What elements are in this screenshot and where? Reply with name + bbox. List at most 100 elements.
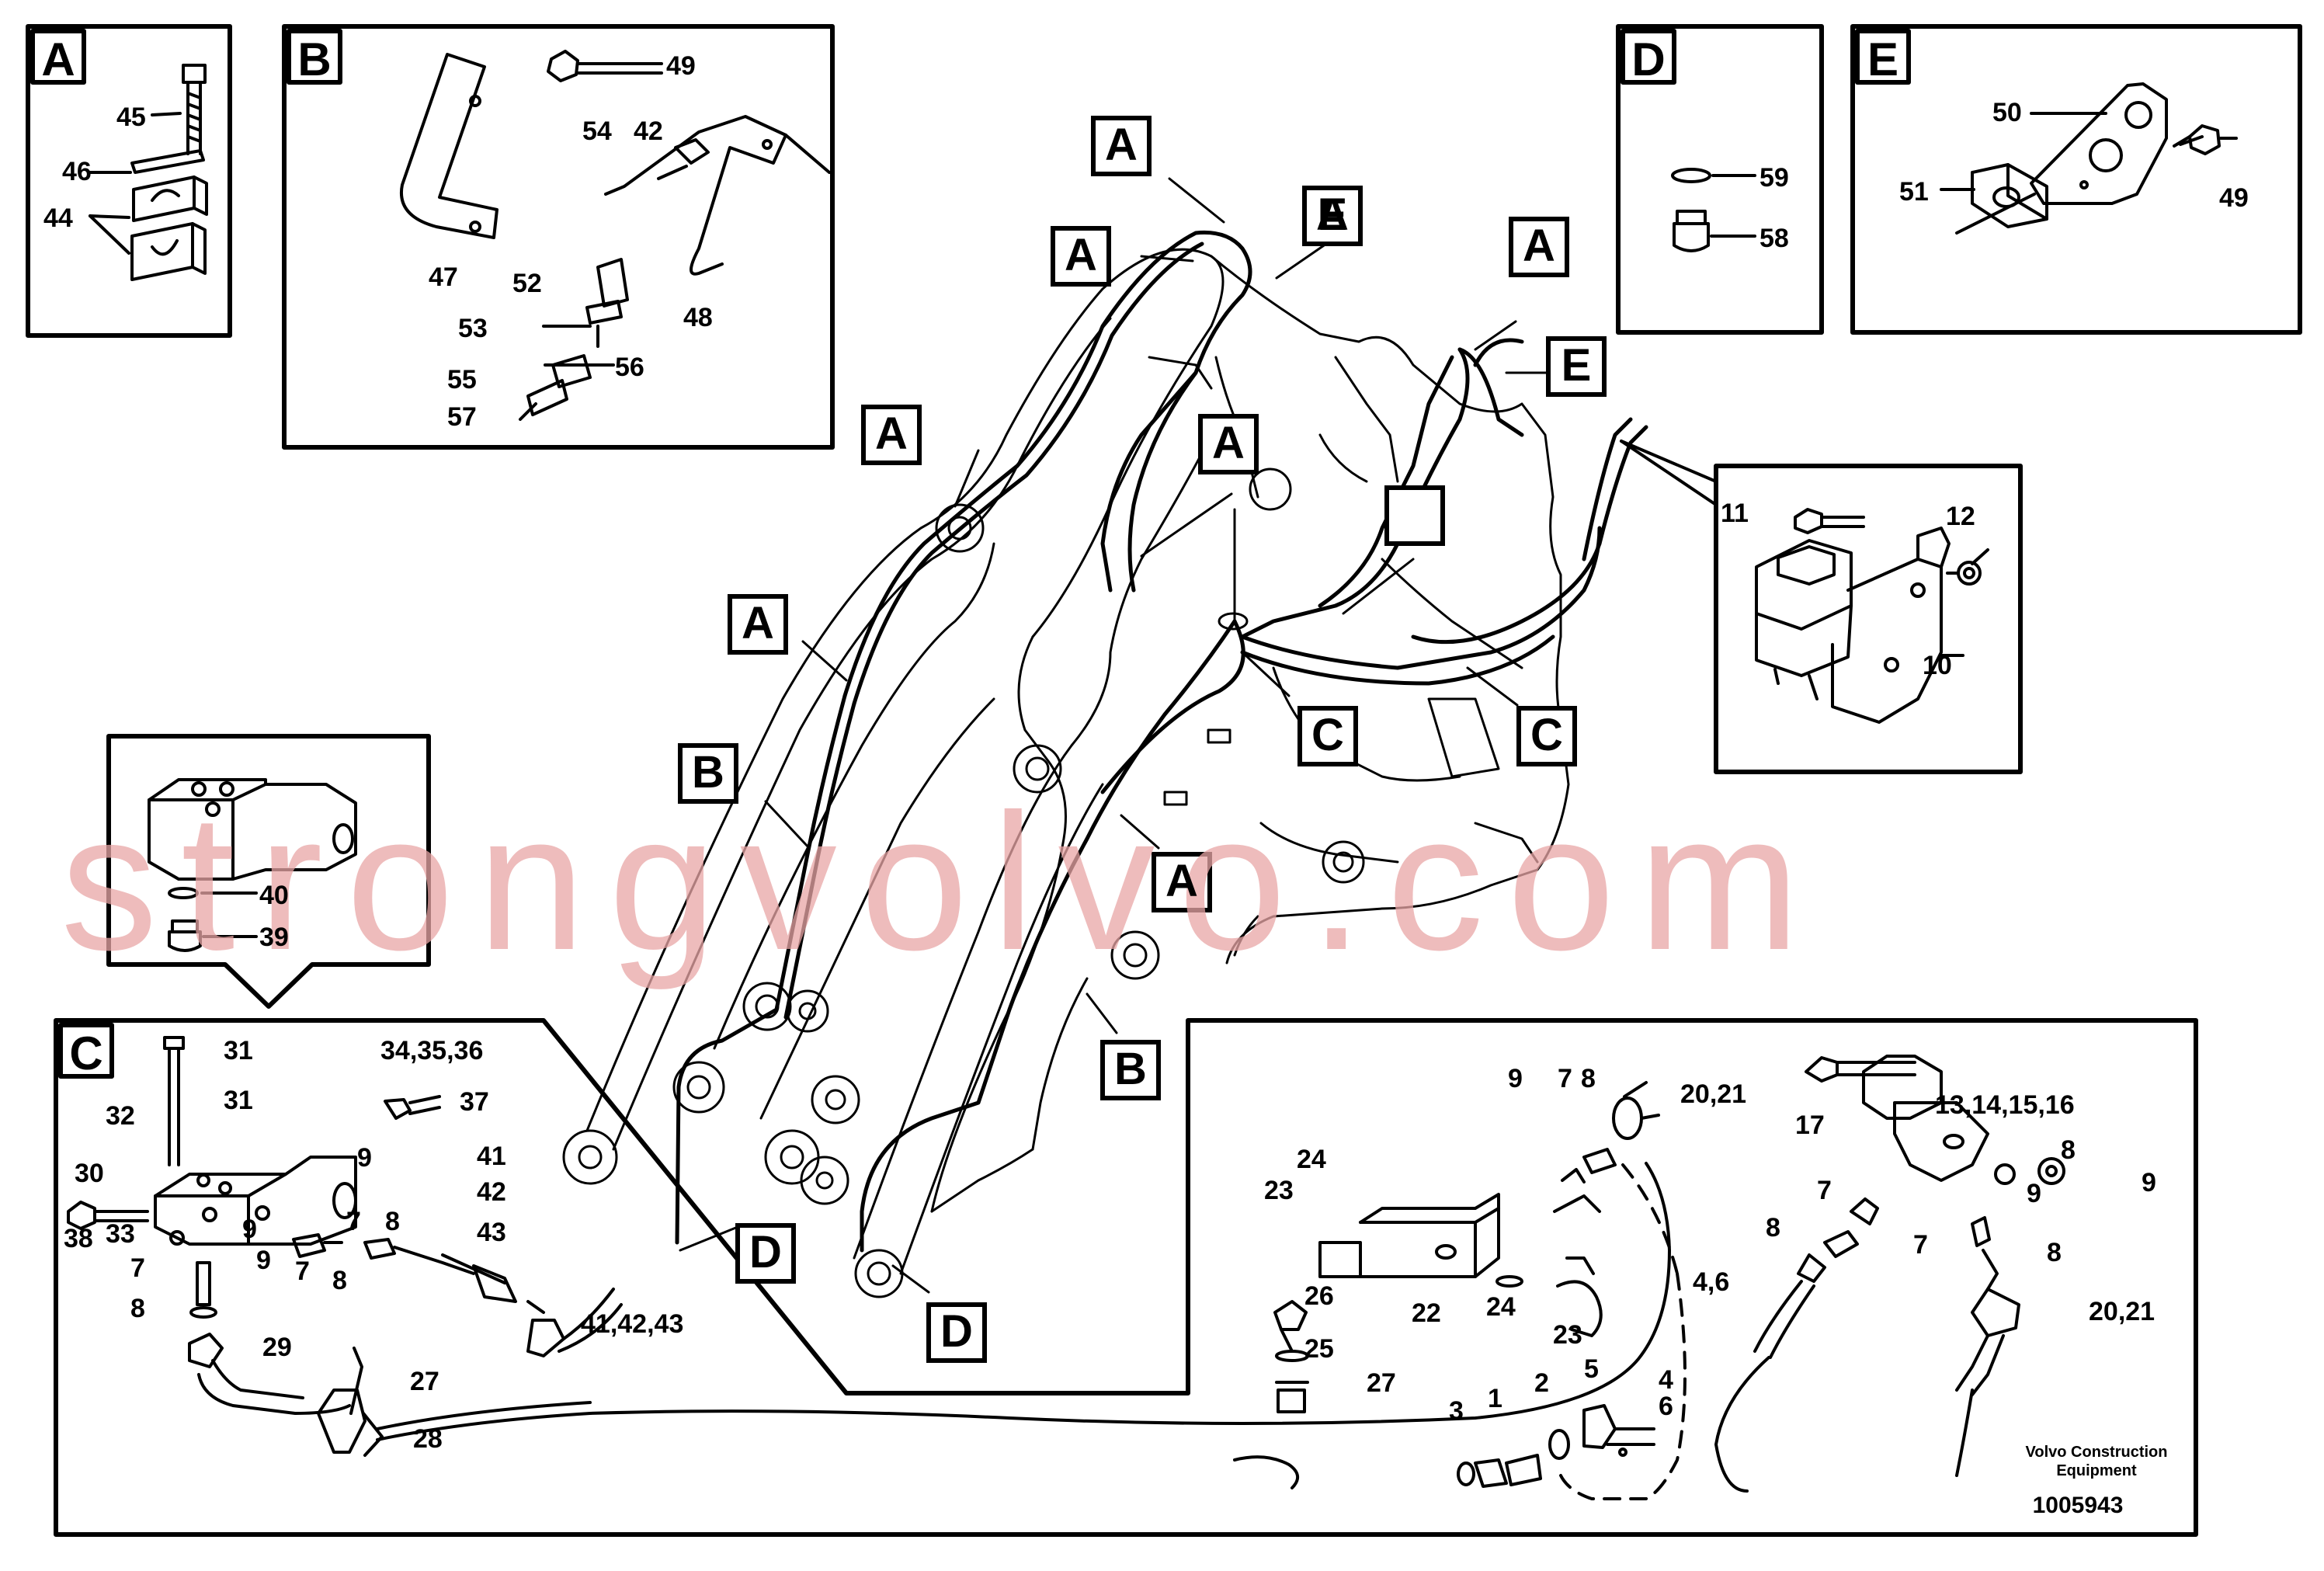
panel-b-label: 53 [458, 314, 488, 343]
panel-c-label: 28 [413, 1424, 443, 1454]
panel-c-label: 41 [477, 1142, 506, 1171]
panel-e-label: 50 [1992, 98, 2022, 127]
panel-c-label: 38 [64, 1224, 93, 1253]
panel-c-label: 41,42,43 [581, 1309, 683, 1339]
panel-c-label: 33 [106, 1219, 135, 1249]
panel-e-letter: E [1867, 33, 1898, 85]
panel-c-label: 4,6 [1693, 1267, 1729, 1297]
panel-c-label: 29 [262, 1333, 292, 1362]
panel-b-label: 48 [683, 303, 713, 332]
panel-c-label: 24 [1297, 1145, 1326, 1174]
panel-c-label: 23 [1553, 1320, 1582, 1350]
panel-c-label: 24 [1486, 1292, 1516, 1322]
panel-b-label: 52 [512, 269, 542, 298]
panel-c-label: 37 [460, 1087, 489, 1117]
panel-c-label: 7 [130, 1253, 145, 1283]
valve-label: 10 [1923, 651, 1952, 680]
panel-c-label: 8 [130, 1294, 145, 1323]
callout-letter: C [1530, 710, 1563, 760]
panel-c-label: 20,21 [2089, 1297, 2155, 1326]
panel-c-label: 43 [477, 1218, 506, 1247]
panel-c-label: 9 [242, 1215, 257, 1244]
panel-c-label: 4 [1659, 1365, 1673, 1395]
panel-b-label: 47 [429, 262, 458, 292]
valve-label: 12 [1946, 502, 1975, 531]
panel-b-label: 49 [666, 51, 696, 81]
panel-c-label: 30 [75, 1159, 104, 1188]
panel-c-label: 7 [295, 1256, 310, 1286]
panel-c-label: 32 [106, 1101, 135, 1131]
panel-c-label: 34,35,36 [380, 1036, 483, 1065]
callout-letter: A [1523, 221, 1555, 271]
panel-b-label: 54 [582, 116, 612, 146]
panel-b-label: 55 [447, 365, 477, 394]
callout-letter: E [1561, 340, 1592, 391]
panel-a-label: 44 [43, 203, 73, 233]
callout-letter: C [1311, 710, 1344, 760]
panel-c-label: 20,21 [1680, 1079, 1746, 1109]
panel-c-label: 3 [1449, 1396, 1464, 1426]
watermark: strongvolvo.com [61, 773, 1823, 990]
hose-routing [675, 230, 1648, 1253]
panel-c-label: 6 [1659, 1392, 1673, 1421]
panel-c-label: 8 [1581, 1064, 1596, 1093]
panel-a-label: 46 [62, 157, 92, 186]
panel-c-label: 7 [346, 1207, 361, 1236]
panel-b-label: 57 [447, 402, 477, 432]
panel-c-label: 2 [1534, 1368, 1549, 1398]
panel-e [1850, 24, 2302, 335]
panel-d-label: 58 [1760, 224, 1789, 253]
panel-c-label: 8 [1766, 1213, 1780, 1243]
callout-letter: A [1212, 418, 1245, 468]
panel-b [282, 24, 835, 450]
panel-c-label: 8 [2061, 1135, 2076, 1165]
leader-lines [679, 177, 1558, 1294]
callout-letter: A [1316, 189, 1349, 240]
inset-label: 40 [259, 881, 289, 910]
panel-c-label: 17 [1795, 1110, 1825, 1140]
panel-c-letter: C [69, 1027, 102, 1079]
valve-callout [1620, 440, 2023, 774]
panel-a [26, 24, 232, 338]
panel-d-label: 59 [1760, 163, 1789, 193]
panel-c-label: 9 [357, 1143, 372, 1173]
panel-c-label: 26 [1304, 1281, 1334, 1311]
panel-c-label: 9 [2142, 1168, 2156, 1197]
panel-a-letter: A [41, 33, 75, 85]
panel-c-label: 13,14,15,16 [1935, 1090, 2075, 1120]
panel-c-label: 5 [1584, 1354, 1599, 1384]
panel-c-label: 7 [1817, 1176, 1832, 1205]
panel-e-label: 51 [1899, 177, 1929, 207]
panel-c-label: 1 [1488, 1384, 1502, 1413]
panel-c-label: 25 [1304, 1334, 1334, 1364]
callout-letter: B [692, 747, 724, 798]
panel-c-label: 23 [1264, 1176, 1294, 1205]
panel-c-label: 7 [1558, 1064, 1572, 1093]
callout-letter: B [1114, 1044, 1147, 1094]
brand-line-1: Volvo Construction [2026, 1444, 2168, 1461]
drawing-number: 1005943 [2033, 1493, 2124, 1518]
panel-c-label: 31 [224, 1086, 253, 1115]
panel-c-label: 31 [224, 1036, 253, 1065]
callout-boxes [678, 116, 1607, 1363]
panel-c-label: 9 [2027, 1179, 2041, 1208]
detail-inset [106, 734, 431, 1009]
panel-c-label: 27 [1367, 1368, 1396, 1398]
panel-c-label: 22 [1412, 1298, 1441, 1328]
panel-c-label: 8 [385, 1207, 400, 1236]
panel-b-letter: B [297, 33, 331, 85]
panel-c-label: 9 [1508, 1064, 1523, 1093]
panel-c-label: 42 [477, 1177, 506, 1207]
panel-b-label: 56 [615, 353, 644, 382]
panel-c-label: 8 [2047, 1238, 2062, 1267]
panel-c-label: 7 [1913, 1230, 1928, 1260]
panel-c-label: 27 [410, 1367, 439, 1396]
panel-e-label: 49 [2219, 183, 2249, 213]
valve-label: 11 [1721, 499, 1749, 528]
callout-letter: E [1318, 189, 1348, 240]
brand-line-2: Equipment [2056, 1462, 2137, 1479]
inset-label: 39 [259, 923, 289, 952]
callout-letter: D [749, 1227, 782, 1277]
callout-letter: A [1065, 230, 1097, 280]
panel-a-label: 45 [116, 103, 146, 132]
